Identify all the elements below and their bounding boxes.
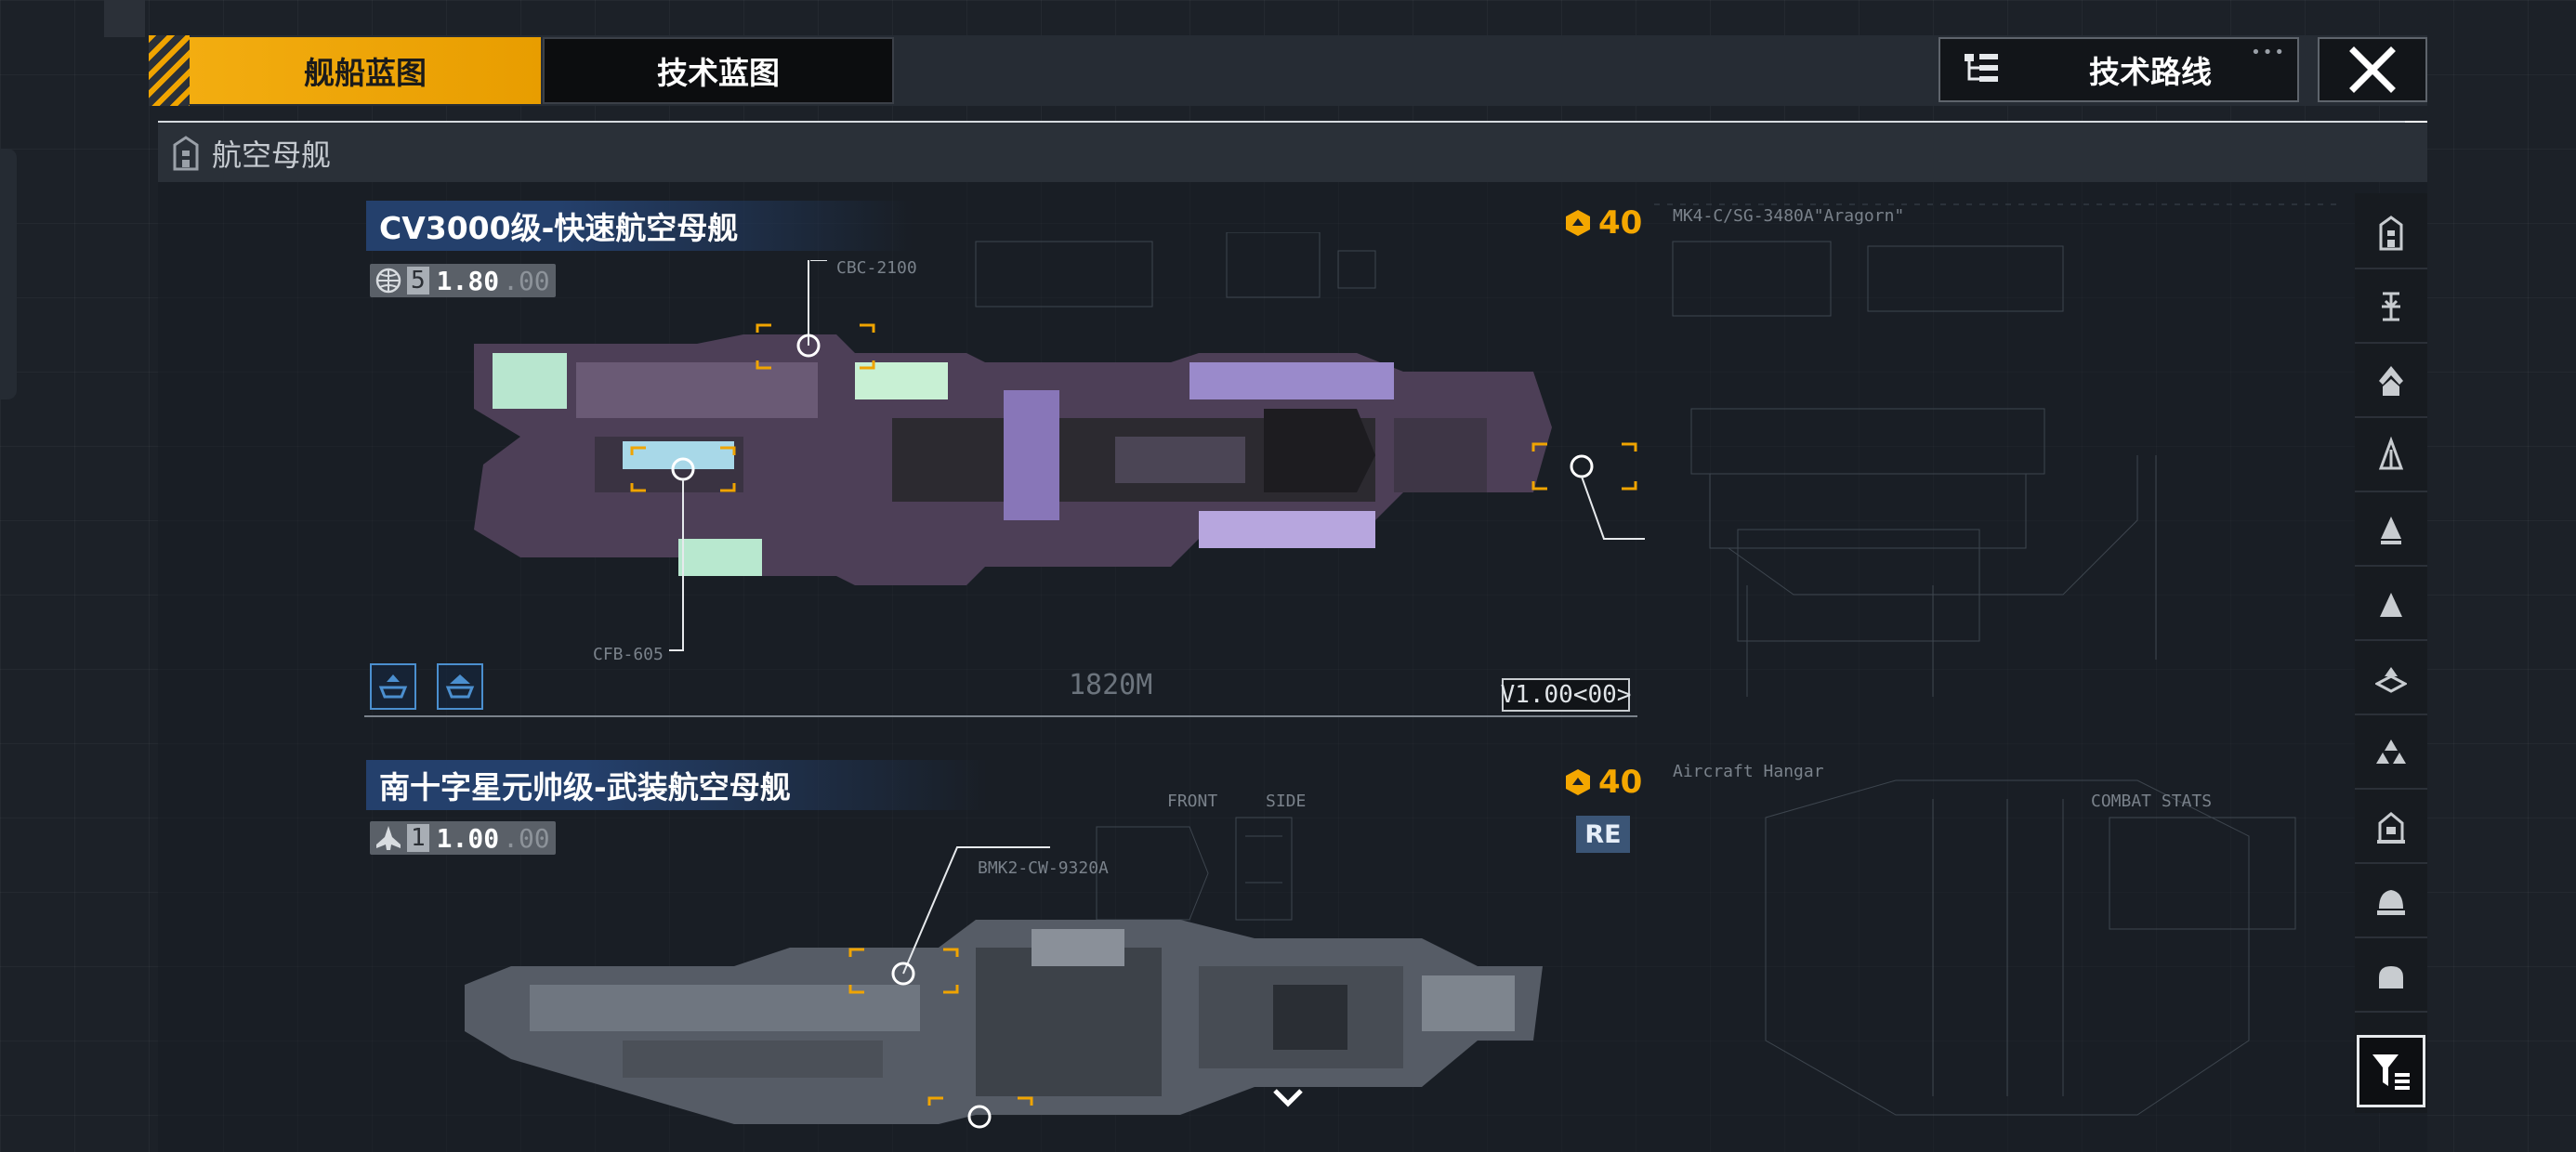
ship-2-name: 南十字星元帅级-武装航空母舰 — [379, 769, 791, 805]
ship-1-length-label: 1820M — [1069, 669, 1153, 701]
global-icon — [370, 264, 407, 297]
ship-1-module-button-1[interactable] — [370, 663, 416, 710]
module-icon — [445, 674, 475, 699]
annotation-blueprint-title: MK4-C/SG-3480A"Aragorn" — [1673, 206, 1905, 226]
annotation-bmk: BMK2-CW-9320A — [978, 858, 1109, 878]
ship-2-callouts — [848, 846, 1050, 1129]
chevron-down-icon[interactable] — [1269, 1085, 1307, 1111]
tree-icon — [1965, 54, 1998, 82]
filter-type-1[interactable] — [2355, 197, 2427, 269]
corner-decoration — [104, 0, 145, 37]
filter-type-5[interactable] — [2355, 494, 2427, 567]
annotation-cfb: CFB-605 — [593, 645, 664, 664]
ship-1-name: CV3000级-快速航空母舰 — [379, 210, 739, 246]
annotation-cbc: CBC-2100 — [836, 258, 917, 278]
ship-1-stat: 5 1.80 .00 — [370, 264, 556, 297]
filter-type-10[interactable] — [2355, 866, 2427, 938]
tab-tech-blueprint[interactable]: 技术蓝图 — [543, 37, 894, 104]
cruiser-type-icon — [2382, 292, 2400, 321]
ship-cost-icon — [1566, 769, 1590, 795]
dots-decoration: ••• — [2251, 43, 2286, 62]
type-filter-column — [2355, 193, 2427, 1113]
blueprint-drawing-mid — [975, 232, 1376, 308]
ship-2-stat: 1 1.00 .00 — [370, 821, 556, 855]
ship-2-cost: 40 — [1563, 764, 1642, 801]
corvette-type-icon — [2380, 593, 2402, 617]
filter-type-2[interactable] — [2355, 271, 2427, 344]
filter-type-8[interactable] — [2355, 717, 2427, 790]
ship-2-cost-value: 40 — [1598, 764, 1643, 801]
ship-2-level: 1 — [407, 824, 429, 852]
filter-type-6[interactable] — [2355, 569, 2427, 641]
tech-route-label: 技术路线 — [2089, 54, 2212, 90]
ship-2-value-suffix: .00 — [503, 822, 550, 854]
annotation-aircraft-hangar: Aircraft Hangar — [1673, 762, 1824, 781]
ship-1-cost-value: 40 — [1598, 204, 1643, 242]
module-icon — [378, 674, 408, 699]
fighter-icon — [370, 821, 407, 855]
tab-ship-blueprint[interactable]: 舰船蓝图 — [190, 37, 541, 104]
ship-1-value-suffix: .00 — [503, 265, 550, 296]
catbar-tick — [2405, 121, 2427, 123]
category-bar: 航空母舰 — [158, 121, 2427, 182]
filter-button[interactable] — [2357, 1035, 2425, 1107]
filter-type-9[interactable] — [2355, 792, 2427, 864]
annotation-side: SIDE — [1266, 792, 1307, 811]
ship-1-title: CV3000级-快速航空母舰 — [366, 201, 913, 251]
ship-cost-icon — [1566, 210, 1590, 236]
tech-route-button[interactable]: 技术路线 ••• — [1939, 37, 2299, 102]
ship-1-length-scale — [364, 715, 1637, 730]
tab-ship-blueprint-label: 舰船蓝图 — [304, 55, 427, 91]
close-button[interactable] — [2318, 37, 2427, 102]
filter-type-3[interactable] — [2355, 346, 2427, 418]
frigate-type-icon — [2378, 437, 2404, 470]
tab-tech-blueprint-label: 技术蓝图 — [657, 55, 780, 91]
ship-2-model[interactable] — [455, 910, 1552, 1133]
squadron-type-icon — [2376, 740, 2406, 764]
filter-type-7[interactable] — [2355, 643, 2427, 715]
ship-1-cost: 40 — [1563, 204, 1642, 242]
ship-2-value: 1.00 — [436, 822, 500, 854]
aircraft-type-icon — [2375, 667, 2407, 693]
top-bar-stripe — [149, 35, 190, 106]
bunker-type-icon — [2379, 966, 2403, 988]
close-icon — [2349, 46, 2396, 93]
category-title: 航空母舰 — [212, 137, 332, 173]
ship-1-version: V1.00<00> — [1501, 678, 1631, 712]
filter-type-11[interactable] — [2355, 940, 2427, 1013]
destroyer-type-icon — [2381, 517, 2401, 544]
station-type-icon — [2377, 812, 2405, 844]
blueprint-front-side — [1096, 817, 1293, 921]
annotation-front: FRONT — [1167, 792, 1218, 811]
blueprint-drawing-top — [1654, 203, 2342, 697]
carrier-type-icon — [2379, 216, 2403, 251]
dome-type-icon — [2377, 890, 2405, 915]
ship-1-value: 1.80 — [436, 265, 500, 296]
ship-1-module-button-2[interactable] — [437, 663, 483, 710]
annotation-combat-stats: COMBAT STATS — [2091, 792, 2213, 811]
ship-1-model[interactable] — [465, 307, 1561, 622]
filter-type-4[interactable] — [2355, 420, 2427, 492]
category-carrier-icon — [173, 136, 199, 171]
ship-2-re-badge: RE — [1576, 816, 1630, 853]
filter-icon — [2372, 1054, 2410, 1090]
ship-1-level: 5 — [407, 267, 429, 295]
ship-2-title: 南十字星元帅级-武装航空母舰 — [366, 760, 987, 810]
blueprint-drawing-bottom — [1765, 779, 2296, 1116]
battleship-type-icon — [2379, 366, 2403, 396]
side-drawer-handle[interactable] — [0, 149, 17, 399]
ship-1-callouts — [630, 260, 1645, 651]
